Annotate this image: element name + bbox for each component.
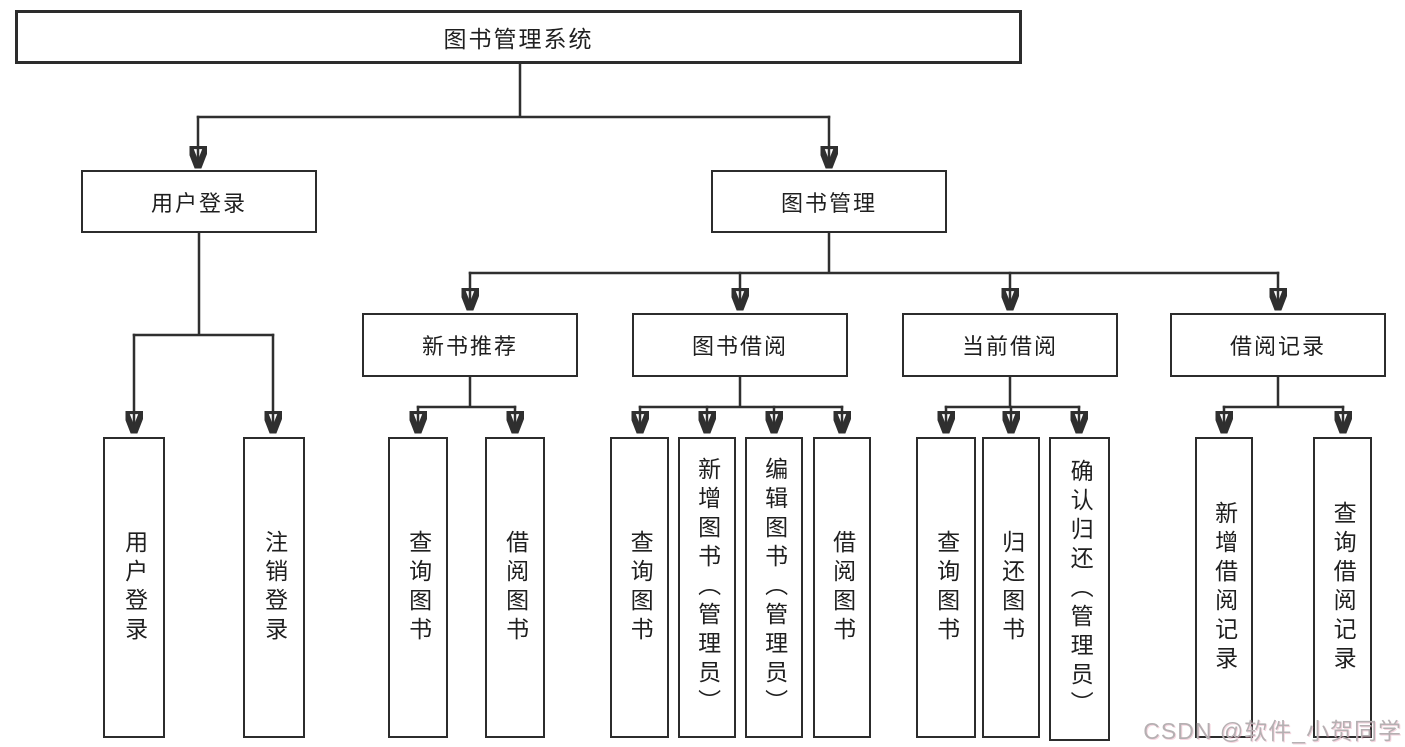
leaf-label: 归还图书	[998, 529, 1025, 646]
node-leaf-logout: 注销登录	[243, 437, 305, 738]
node-leaf-query-books-current: 查询图书	[916, 437, 976, 738]
leaf-label: 用户登录	[121, 529, 148, 646]
node-book-borrowing: 图书借阅	[632, 313, 848, 377]
leaf-label: 查询图书	[933, 529, 960, 646]
leaf-label: 新增图书（管理员）	[694, 457, 721, 718]
csdn-watermark: CSDN @软件_小贺同学	[1143, 718, 1402, 744]
node-leaf-user-login: 用户登录	[103, 437, 165, 738]
node-leaf-edit-book-admin: 编辑图书（管理员）	[745, 437, 803, 738]
node-current-borrowing: 当前借阅	[902, 313, 1118, 377]
node-new-book-recommendation: 新书推荐	[362, 313, 578, 377]
leaf-label: 注销登录	[261, 529, 288, 646]
leaf-label: 查询借阅记录	[1330, 500, 1357, 675]
node-leaf-return-book: 归还图书	[982, 437, 1040, 738]
node-leaf-confirm-return-admin: 确认归还（管理员）	[1049, 437, 1110, 741]
node-library-management-system: 图书管理系统	[15, 10, 1022, 64]
leaf-label: 新增借阅记录	[1211, 500, 1238, 675]
node-leaf-borrow-books: 借阅图书	[813, 437, 871, 738]
node-borrowing-records: 借阅记录	[1170, 313, 1386, 377]
node-leaf-add-borrow-record: 新增借阅记录	[1195, 437, 1253, 738]
node-leaf-query-borrow-record: 查询借阅记录	[1313, 437, 1372, 738]
leaf-label: 查询图书	[627, 529, 654, 646]
node-leaf-borrow-books-recommend: 借阅图书	[485, 437, 545, 738]
leaf-label: 编辑图书（管理员）	[761, 457, 788, 718]
node-leaf-add-book-admin: 新增图书（管理员）	[678, 437, 736, 738]
leaf-label: 查询图书	[405, 529, 432, 646]
node-leaf-query-books-borrow: 查询图书	[610, 437, 669, 738]
leaf-label: 借阅图书	[502, 529, 529, 646]
leaf-label: 确认归还（管理员）	[1067, 458, 1094, 720]
node-user-login: 用户登录	[81, 170, 317, 233]
node-book-management: 图书管理	[711, 170, 947, 233]
leaf-label: 借阅图书	[829, 529, 856, 646]
node-leaf-query-books-recommend: 查询图书	[388, 437, 448, 738]
